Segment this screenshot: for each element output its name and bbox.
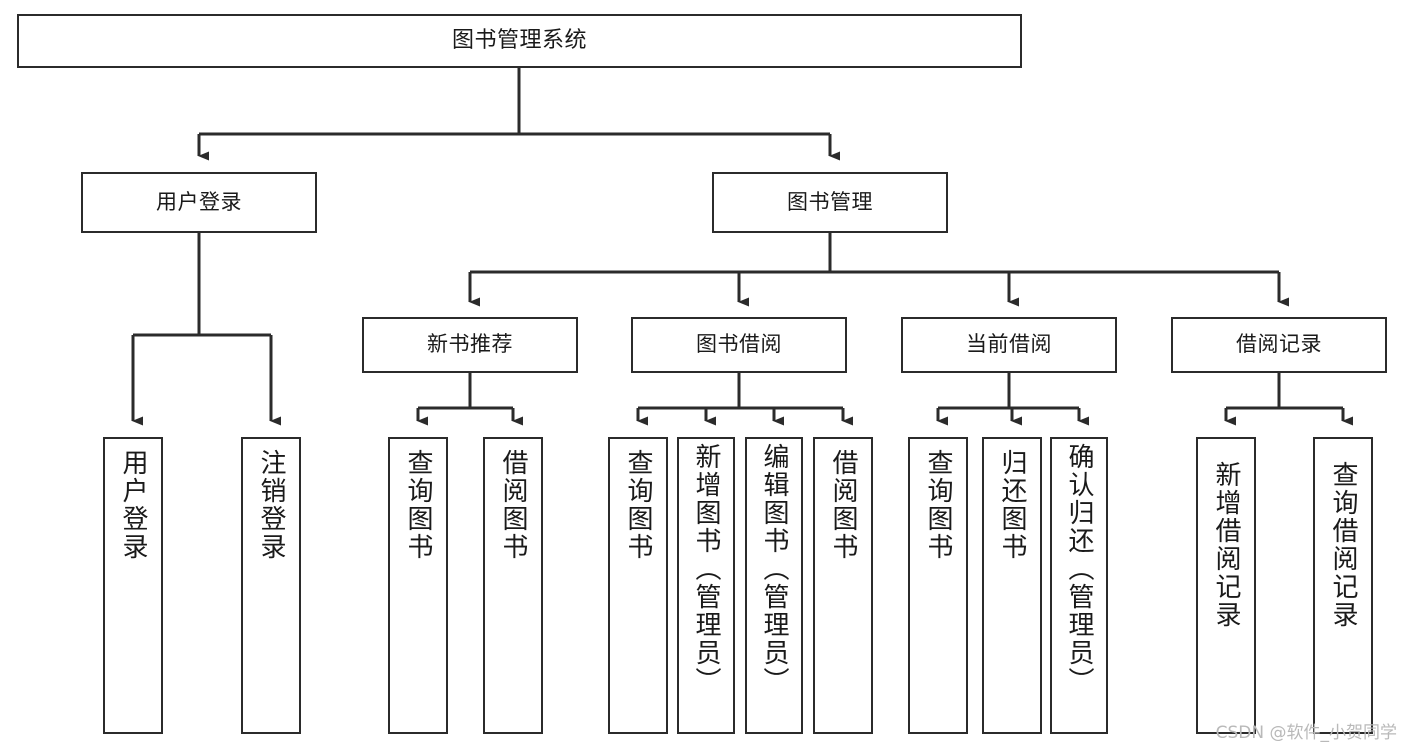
node-leaf-rec-add-label: 新增借阅记录 xyxy=(1211,461,1241,629)
node-leaf-cur-confirm-label: 确认归还（管理员） xyxy=(1064,443,1094,695)
node-current-borrow[interactable]: 当前借阅 xyxy=(901,317,1117,373)
node-leaf-rec-query2-label: 查询借阅记录 xyxy=(1328,461,1358,629)
node-leaf-borrow-add-label: 新增图书（管理员） xyxy=(691,443,721,695)
node-borrow-record-label: 借阅记录 xyxy=(1236,332,1322,357)
node-leaf-cur-return-label: 归还图书 xyxy=(997,449,1027,561)
csdn-watermark: CSDN @软件_小贺同学 xyxy=(1215,723,1397,743)
node-leaf-user-logout[interactable]: 注销登录 xyxy=(241,437,301,734)
node-root[interactable]: 图书管理系统 xyxy=(17,14,1022,68)
node-root-label: 图书管理系统 xyxy=(451,27,587,53)
node-leaf-rec-borrow-label: 借阅图书 xyxy=(498,449,528,561)
node-leaf-cur-return[interactable]: 归还图书 xyxy=(982,437,1042,734)
node-book-mgmt-label: 图书管理 xyxy=(787,189,873,214)
node-leaf-cur-query-label: 查询图书 xyxy=(923,449,953,561)
node-user-login-label: 用户登录 xyxy=(156,189,242,214)
node-leaf-borrow-query-label: 查询图书 xyxy=(623,449,653,561)
node-book-mgmt[interactable]: 图书管理 xyxy=(712,172,948,233)
node-leaf-borrow-query[interactable]: 查询图书 xyxy=(608,437,668,734)
node-leaf-cur-query[interactable]: 查询图书 xyxy=(908,437,968,734)
node-new-book-rec[interactable]: 新书推荐 xyxy=(362,317,578,373)
node-leaf-cur-confirm[interactable]: 确认归还（管理员） xyxy=(1050,437,1108,734)
node-user-login[interactable]: 用户登录 xyxy=(81,172,317,233)
node-leaf-borrow-lend[interactable]: 借阅图书 xyxy=(813,437,873,734)
node-leaf-user-login-label: 用户登录 xyxy=(118,449,148,561)
node-new-book-rec-label: 新书推荐 xyxy=(427,332,513,357)
node-leaf-borrow-edit[interactable]: 编辑图书（管理员） xyxy=(745,437,803,734)
node-leaf-user-login[interactable]: 用户登录 xyxy=(103,437,163,734)
node-current-borrow-label: 当前借阅 xyxy=(966,332,1052,357)
node-leaf-borrow-edit-label: 编辑图书（管理员） xyxy=(759,443,789,695)
node-leaf-borrow-lend-label: 借阅图书 xyxy=(828,449,858,561)
node-leaf-user-logout-label: 注销登录 xyxy=(256,449,286,561)
node-leaf-borrow-add[interactable]: 新增图书（管理员） xyxy=(677,437,735,734)
node-borrow-record[interactable]: 借阅记录 xyxy=(1171,317,1387,373)
node-leaf-rec-query2[interactable]: 查询借阅记录 xyxy=(1313,437,1373,734)
node-leaf-rec-query-label: 查询图书 xyxy=(403,449,433,561)
node-leaf-rec-add[interactable]: 新增借阅记录 xyxy=(1196,437,1256,734)
node-book-borrow-label: 图书借阅 xyxy=(696,332,782,357)
node-leaf-rec-query[interactable]: 查询图书 xyxy=(388,437,448,734)
node-book-borrow[interactable]: 图书借阅 xyxy=(631,317,847,373)
node-leaf-rec-borrow[interactable]: 借阅图书 xyxy=(483,437,543,734)
